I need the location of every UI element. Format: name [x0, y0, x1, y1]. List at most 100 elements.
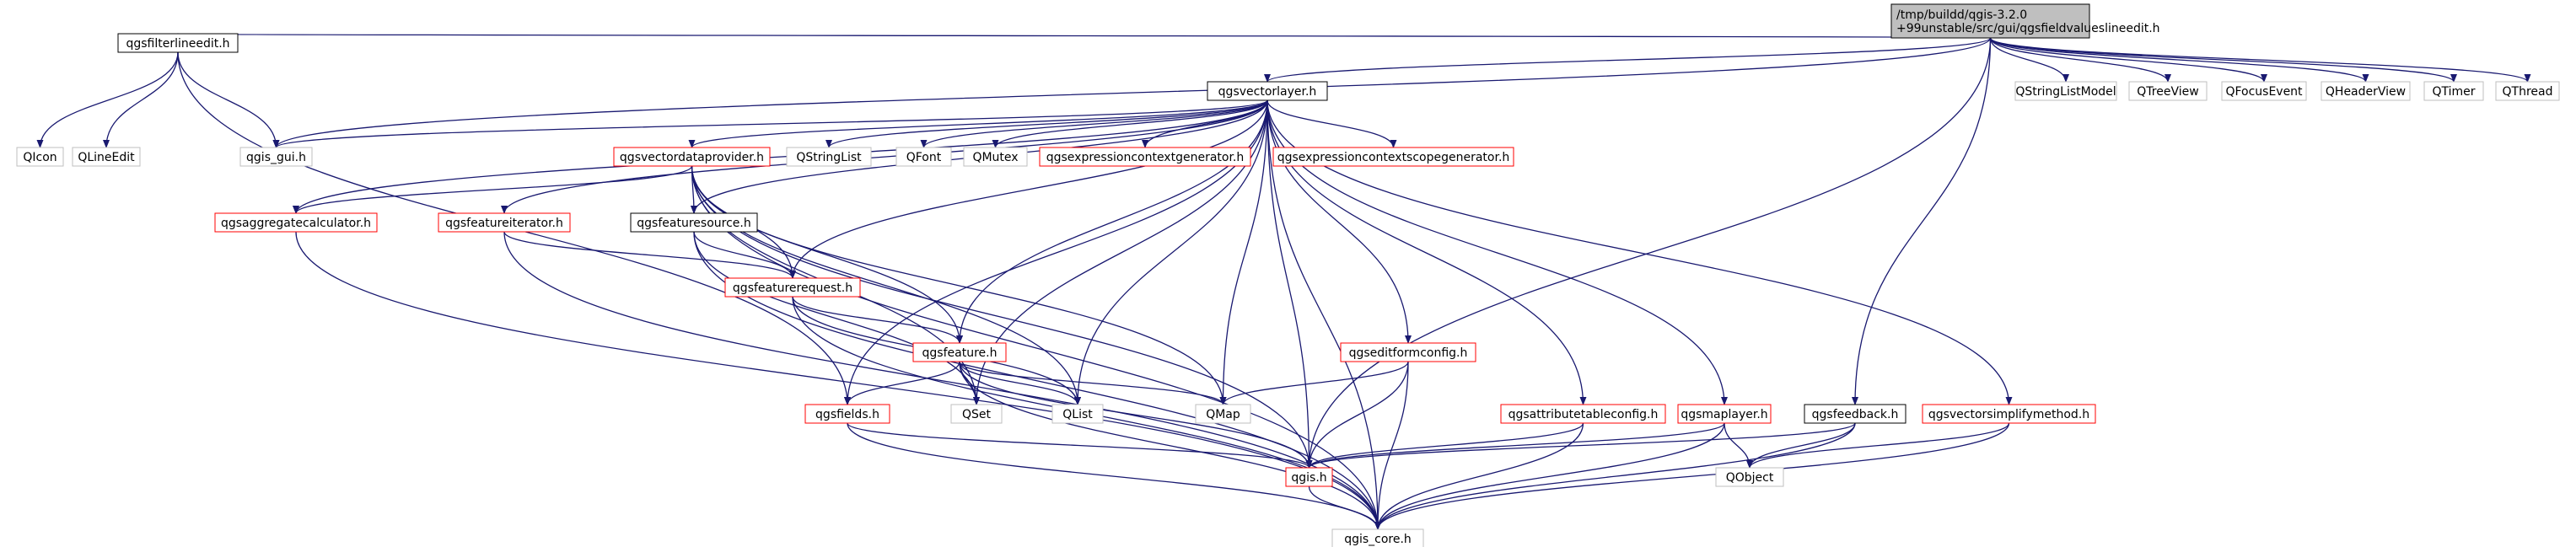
node-qgsfields[interactable]: qgsfields.h [804, 404, 890, 424]
node-qgsaggregatecalculator[interactable]: qgsaggregatecalculator.h [214, 212, 378, 233]
node-box [2221, 81, 2307, 101]
node-box [613, 147, 771, 167]
node-qset[interactable]: QSet [950, 404, 1003, 424]
edge-root-to-QStringListModel [1989, 37, 2069, 83]
edge-root-to-qgis_gui [272, 37, 1992, 148]
node-qgis[interactable]: qgis.h [1285, 467, 1333, 487]
edge-qgsfeatureiterator-to-qgis_core [503, 231, 1381, 530]
edge-qgis-to-qgis_core [1308, 485, 1381, 530]
node-qgsfilterlineedit[interactable]: qgsfilterlineedit.h [117, 33, 239, 53]
node-qgis-gui[interactable]: qgis_gui.h [239, 147, 313, 167]
node-qmutex[interactable]: QMutex [963, 147, 1028, 167]
node-box [1285, 467, 1333, 487]
node-box [1331, 528, 1424, 547]
node-label: QThread [2503, 85, 2553, 99]
node-label: qgsfeatureiterator.h [445, 217, 563, 230]
edge-qgsfeaturesource-to-qgsfeaturerequest [693, 231, 796, 279]
node-qgsattributetableconfig[interactable]: qgsattributetableconfig.h [1500, 404, 1666, 424]
node-qgsfeature[interactable]: qgsfeature.h [912, 342, 1007, 362]
node-label: qgsmaplayer.h [1681, 408, 1767, 421]
node-label: QSet [962, 408, 992, 421]
edge-qgsvectorlayer-to-qgsfields [844, 99, 1268, 405]
node-box [239, 147, 313, 167]
edge-qgsfields-to-qgis [847, 422, 1313, 469]
node-qicon[interactable]: QIcon [16, 147, 64, 167]
node-label: qgsfeedback.h [1812, 408, 1899, 421]
edge-qgsvectordataprovider-to-QList [691, 165, 1081, 405]
node-box [724, 277, 861, 298]
node-box [912, 342, 1007, 362]
edge-qgsfeature-to-QMap [959, 361, 1227, 405]
edge-qgsvectorlayer-to-qgsaggregatecalculator [293, 99, 1268, 214]
node-box [1272, 147, 1514, 167]
node-label: qgsvectorsimplifymethod.h [1928, 408, 2089, 421]
node-label: QFont [906, 151, 942, 164]
node-qstringlist[interactable]: QStringList [786, 147, 872, 167]
node-qgsexpressioncontextscopegenerator[interactable]: qgsexpressioncontextscopegenerator.h [1272, 147, 1514, 167]
node-qheaderview[interactable]: QHeaderView [2321, 81, 2411, 101]
node-root[interactable]: /tmp/buildd/qgis-3.2.0+99unstable/src/gu… [1890, 3, 2160, 39]
node-qthread[interactable]: QThread [2495, 81, 2560, 101]
node-qgsfeaturesource[interactable]: qgsfeaturesource.h [630, 212, 758, 233]
edge-qgsvectorlayer-to-QFont [920, 99, 1268, 148]
node-label: QStringList [796, 151, 862, 164]
node-box [438, 212, 571, 233]
edge-qgsfeature-to-qgis [959, 361, 1313, 469]
node-qgis-core[interactable]: qgis_core.h [1331, 528, 1424, 547]
edge-qgsvectorlayer-to-qgis [1266, 99, 1313, 469]
node-qgsfeatureiterator[interactable]: qgsfeatureiterator.h [438, 212, 571, 233]
node-qgsfeaturerequest[interactable]: qgsfeaturerequest.h [724, 277, 861, 298]
node-box [2321, 81, 2411, 101]
node-label: qgsvectorlayer.h [1218, 85, 1317, 99]
node-box [2128, 81, 2208, 101]
node-box [1051, 404, 1104, 424]
edge-root-to-QFocusEvent [1989, 37, 2267, 83]
node-label: qgsfields.h [815, 408, 879, 421]
node-qfocusevent[interactable]: QFocusEvent [2221, 81, 2307, 101]
edge-root-to-QThread [1989, 37, 2531, 83]
node-qlineedit[interactable]: QLineEdit [72, 147, 141, 167]
node-qgsvectorlayer[interactable]: qgsvectorlayer.h [1207, 81, 1328, 101]
node-qlist[interactable]: QList [1051, 404, 1104, 424]
edge-qgsvectorlayer-to-QMap [1219, 99, 1268, 405]
node-box [1207, 81, 1328, 101]
node-box [1340, 342, 1476, 362]
node-qgsvectordataprovider[interactable]: qgsvectordataprovider.h [613, 147, 771, 167]
node-qfont[interactable]: QFont [895, 147, 952, 167]
node-label: +99unstable/src/gui/qgsfieldvalueslineed… [1896, 22, 2160, 35]
node-qgsfeedback[interactable]: qgsfeedback.h [1804, 404, 1906, 424]
node-label: qgsfeature.h [922, 346, 998, 360]
node-box [963, 147, 1028, 167]
edge-qgsvectordataprovider-to-QMap [691, 165, 1227, 405]
edge-qgsfilterlineedit-to-QIcon [36, 51, 179, 148]
node-label: QList [1062, 408, 1093, 421]
node-qgsvectorsimplifymethod[interactable]: qgsvectorsimplifymethod.h [1922, 404, 2096, 424]
node-box [2495, 81, 2560, 101]
node-qtreeview[interactable]: QTreeView [2128, 81, 2208, 101]
edge-root-to-qgis [1305, 37, 1992, 469]
node-qobject[interactable]: QObject [1715, 467, 1784, 487]
node-label: qgis.h [1291, 471, 1326, 485]
node-qgsexpressioncontextgenerator[interactable]: qgsexpressioncontextgenerator.h [1039, 147, 1251, 167]
node-box [630, 212, 758, 233]
node-qtimer[interactable]: QTimer [2423, 81, 2484, 101]
edge-qgsvectorlayer-to-qgsmaplayer [1266, 99, 1728, 405]
node-qgseditformconfig[interactable]: qgseditformconfig.h [1340, 342, 1476, 362]
edge-qgsvectorlayer-to-qgsfeatureiterator [501, 99, 1268, 214]
edge-qgsfeedback-to-qgis_core [1374, 422, 1856, 530]
node-label: QHeaderView [2326, 85, 2406, 99]
node-box [804, 404, 890, 424]
edge-qgsvectordataprovider-to-qgis_core [691, 165, 1381, 530]
edge-qgsvectorsimplifymethod-to-qgis_core [1374, 422, 2010, 530]
edge-qgseditformconfig-to-qgis [1305, 361, 1409, 469]
node-qmap[interactable]: QMap [1195, 404, 1251, 424]
node-qgsmaplayer[interactable]: qgsmaplayer.h [1677, 404, 1772, 424]
edge-qgsmaplayer-to-qgis [1305, 422, 1725, 469]
node-label: qgsfilterlineedit.h [126, 37, 229, 51]
node-box [1890, 3, 2090, 39]
node-box [1804, 404, 1906, 424]
node-box [1922, 404, 2096, 424]
node-qstringlistmodel[interactable]: QStringListModel [2014, 81, 2117, 101]
node-label: qgsattributetableconfig.h [1508, 408, 1659, 421]
